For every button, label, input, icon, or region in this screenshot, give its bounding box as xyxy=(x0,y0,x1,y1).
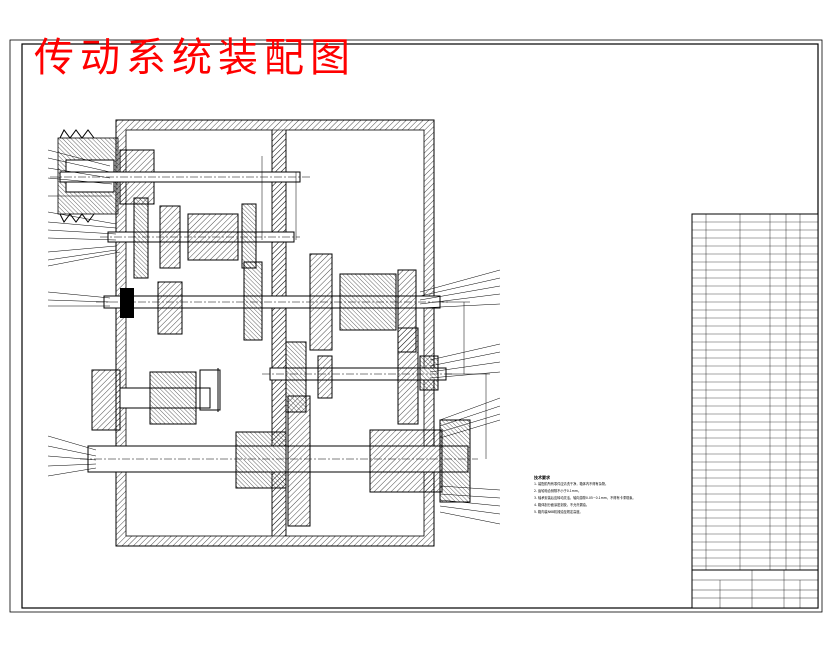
technical-requirements: 技术要求 1. 装配前所有零件应清洗干净，箱体内不得有杂物。 2. 齿轮啮合侧隙… xyxy=(534,474,684,516)
parts-list-table xyxy=(691,213,819,571)
technical-requirement-item: 1. 装配前所有零件应清洗干净，箱体内不得有杂物。 xyxy=(534,482,609,486)
clutch-assembly xyxy=(91,368,221,431)
shaft-1 xyxy=(50,171,310,183)
technical-requirement-item: 5. 箱内装N68机械油至规定高度。 xyxy=(534,510,583,514)
shaft-2 xyxy=(100,197,300,279)
title-block xyxy=(691,569,819,609)
technical-requirement-item: 4. 箱体剖分面涂密封胶，不允许漏油。 xyxy=(534,503,590,507)
drawing-title: 传动系统装配图 xyxy=(34,35,356,81)
dimension-lines xyxy=(261,156,490,459)
shaft-5-output xyxy=(80,395,478,527)
technical-requirement-item: 3. 轴承安装后应转动灵活，轴向游隙0.05~0.1mm，不得有卡滞现象。 xyxy=(534,496,636,500)
shaft-3 xyxy=(96,253,448,353)
technical-requirement-item: 2. 齿轮啮合侧隙不小于0.1mm。 xyxy=(534,489,582,493)
shaft-4 xyxy=(262,327,452,425)
part-leaders-left xyxy=(47,149,121,477)
sheet-outer-border xyxy=(9,39,823,613)
part-leaders-right xyxy=(419,269,501,525)
technical-requirements-heading: 技术要求 xyxy=(534,475,550,480)
